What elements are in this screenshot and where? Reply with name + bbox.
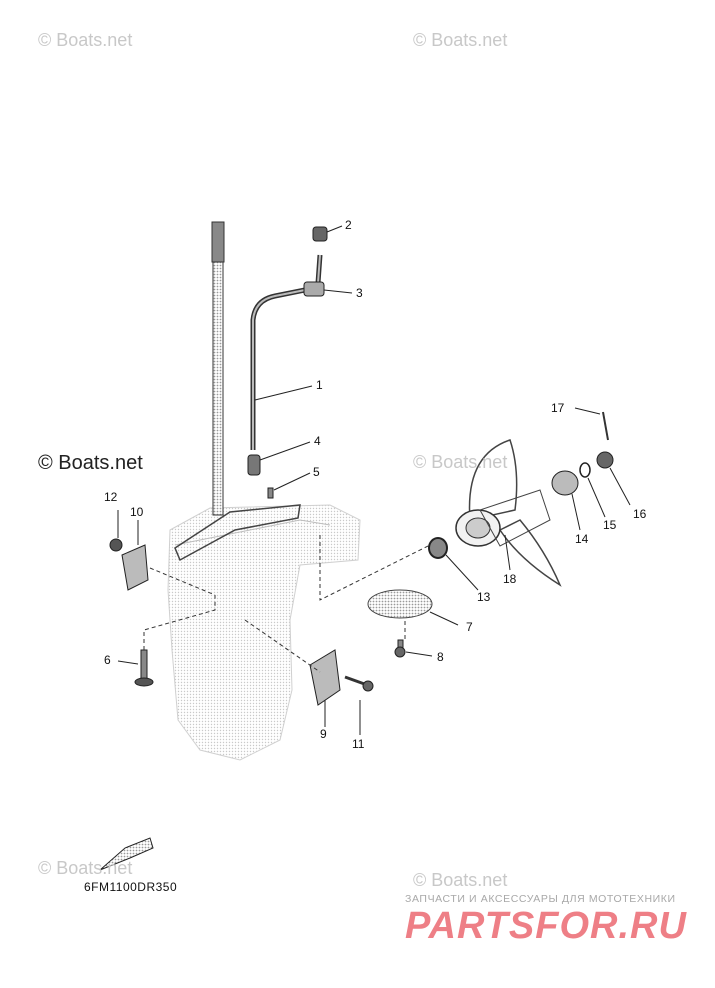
- callout-number: 1: [316, 378, 323, 392]
- spacer: [551, 470, 579, 496]
- anode-plate: [109, 538, 149, 591]
- callout-number: 16: [633, 507, 647, 521]
- forward-arrow: [99, 837, 154, 871]
- callout-lines: [117, 225, 631, 735]
- screw-8: [394, 639, 406, 658]
- promo-text: ЗАПЧАСТИ И АКСЕССУАРЫ ДЛЯ МОТОТЕХНИКИ: [405, 893, 676, 905]
- grommet-top: [312, 226, 328, 242]
- thrust-washer: [428, 537, 448, 559]
- lower-casing: [167, 504, 361, 761]
- watermark: © Boats.net: [413, 452, 508, 472]
- callout-number: 17: [551, 401, 565, 415]
- callout-number: 15: [603, 518, 617, 532]
- callout-number: 2: [345, 218, 352, 232]
- watermark: © Boats.net: [413, 870, 508, 890]
- watermark: © Boats.net: [413, 30, 508, 50]
- callout-number: 7: [466, 620, 473, 634]
- gasket: [174, 504, 301, 562]
- callout-number: 3: [356, 286, 363, 300]
- callout-number: 14: [575, 532, 589, 546]
- callout-number: 18: [503, 572, 517, 586]
- leader-lines: [143, 535, 431, 673]
- bolt-6: [134, 649, 154, 687]
- grommet-lower: [247, 454, 261, 476]
- watermark: © Boats.net: [38, 858, 133, 878]
- site-logo[interactable]: PARTSFOR.RU: [405, 905, 687, 947]
- water-pipe: [250, 254, 323, 450]
- callout-number: 9: [320, 727, 327, 741]
- watermark: © Boats.net: [38, 452, 143, 474]
- seal-holder: [303, 281, 325, 297]
- propeller: [455, 439, 562, 587]
- diagram-code: 6FM1100DR350: [84, 880, 178, 894]
- callout-number: 12: [104, 490, 118, 504]
- cotter-pin: [602, 411, 609, 441]
- callout-number: 13: [477, 590, 491, 604]
- drive-shaft: [211, 221, 225, 516]
- trim-tab: [309, 649, 374, 706]
- callout-number: 4: [314, 434, 321, 448]
- propeller-nut: [596, 451, 614, 469]
- callout-number: 5: [313, 465, 320, 479]
- keeper-plate: [367, 589, 433, 619]
- callout-number: 11: [352, 737, 365, 751]
- watermark: © Boats.net: [38, 30, 133, 50]
- callout-number: 10: [130, 505, 144, 519]
- washer-15: [579, 462, 591, 478]
- callout-number: 6: [104, 653, 111, 667]
- dowel-pin: [267, 487, 274, 499]
- callout-number: 8: [437, 650, 444, 664]
